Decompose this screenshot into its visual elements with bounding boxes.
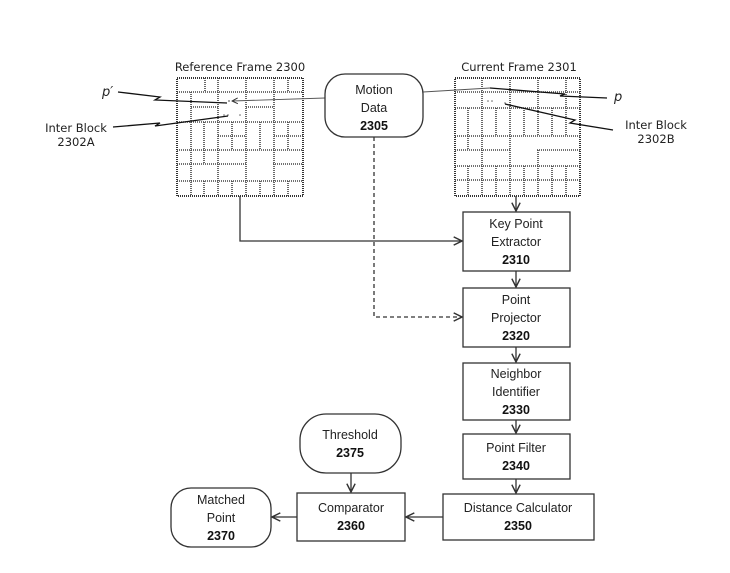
- matched-point-label-line1: Matched: [197, 493, 245, 507]
- motion-vector-from-p: [422, 87, 491, 93]
- inter-block-b-label-line2: 2302B: [637, 132, 674, 146]
- p-prime-leader: [117, 91, 228, 104]
- inter-block-b-label-line1: Inter Block: [625, 118, 687, 132]
- key-point-extractor-node[interactable]: Key Point Extractor 2310: [462, 211, 571, 272]
- threshold-number: 2375: [336, 446, 364, 460]
- distance-calculator-label: Distance Calculator: [464, 501, 572, 515]
- inter-block-a-label-line1: Inter Block: [45, 121, 107, 135]
- p-label: p: [613, 90, 622, 105]
- inter-block-dot: [487, 100, 489, 102]
- motion-data-label-line1: Motion: [355, 83, 393, 97]
- neighbor-identifier-label-line1: Neighbor: [491, 367, 542, 381]
- threshold-node[interactable]: Threshold 2375: [299, 413, 402, 474]
- motion-data-node[interactable]: Motion Data 2305: [324, 73, 424, 138]
- matched-point-node[interactable]: Matched Point 2370: [170, 487, 272, 548]
- inter-block-a-leader: [112, 115, 229, 128]
- point-projector-number: 2320: [502, 329, 530, 343]
- point-filter-label: Point Filter: [486, 441, 546, 455]
- matched-point-label-line2: Point: [207, 511, 236, 525]
- inter-block-dot: [491, 100, 493, 102]
- point-filter-node[interactable]: Point Filter 2340: [462, 433, 571, 480]
- key-point-extractor-number: 2310: [502, 253, 530, 267]
- inter-block-a-label-line2: 2302A: [57, 135, 94, 149]
- threshold-label: Threshold: [322, 428, 378, 442]
- motion-data-number: 2305: [360, 119, 388, 133]
- motion-data-label-line2: Data: [361, 101, 387, 115]
- comparator-label: Comparator: [318, 501, 384, 515]
- point-p-prime-marker: [228, 100, 230, 102]
- inter-block-b-leader: [504, 103, 614, 131]
- point-projector-label-line1: Point: [502, 293, 531, 307]
- current-frame-title: Current Frame 2301: [461, 60, 577, 74]
- point-filter-number: 2340: [502, 459, 530, 473]
- neighbor-identifier-node[interactable]: Neighbor Identifier 2330: [462, 362, 571, 421]
- p-leader: [489, 87, 608, 99]
- comparator-number: 2360: [337, 519, 365, 533]
- key-point-extractor-label-line1: Key Point: [489, 217, 543, 231]
- inter-block-dot: [239, 114, 241, 116]
- key-point-extractor-label-line2: Extractor: [491, 235, 541, 249]
- inter-block-dot: [223, 114, 225, 116]
- matched-point-number: 2370: [207, 529, 235, 543]
- current-frame-grid: [454, 77, 581, 197]
- reference-frame-grid: [176, 77, 304, 197]
- comparator-node[interactable]: Comparator 2360: [296, 492, 406, 542]
- p-prime-label: p′: [101, 85, 113, 100]
- neighbor-identifier-number: 2330: [502, 403, 530, 417]
- inter-block-dot: [504, 102, 506, 104]
- reference-frame-title: Reference Frame 2300: [175, 60, 305, 74]
- distance-calculator-node[interactable]: Distance Calculator 2350: [442, 493, 595, 541]
- point-projector-label-line2: Projector: [491, 311, 541, 325]
- motion-vector-to-p-prime: [232, 98, 326, 101]
- neighbor-identifier-label-line2: Identifier: [492, 385, 540, 399]
- edge-motion-data-to-point-projector: [373, 137, 462, 317]
- distance-calculator-number: 2350: [504, 519, 532, 533]
- point-projector-node[interactable]: Point Projector 2320: [462, 287, 571, 348]
- edge-reference-frame-to-key-point-extractor: [239, 196, 462, 241]
